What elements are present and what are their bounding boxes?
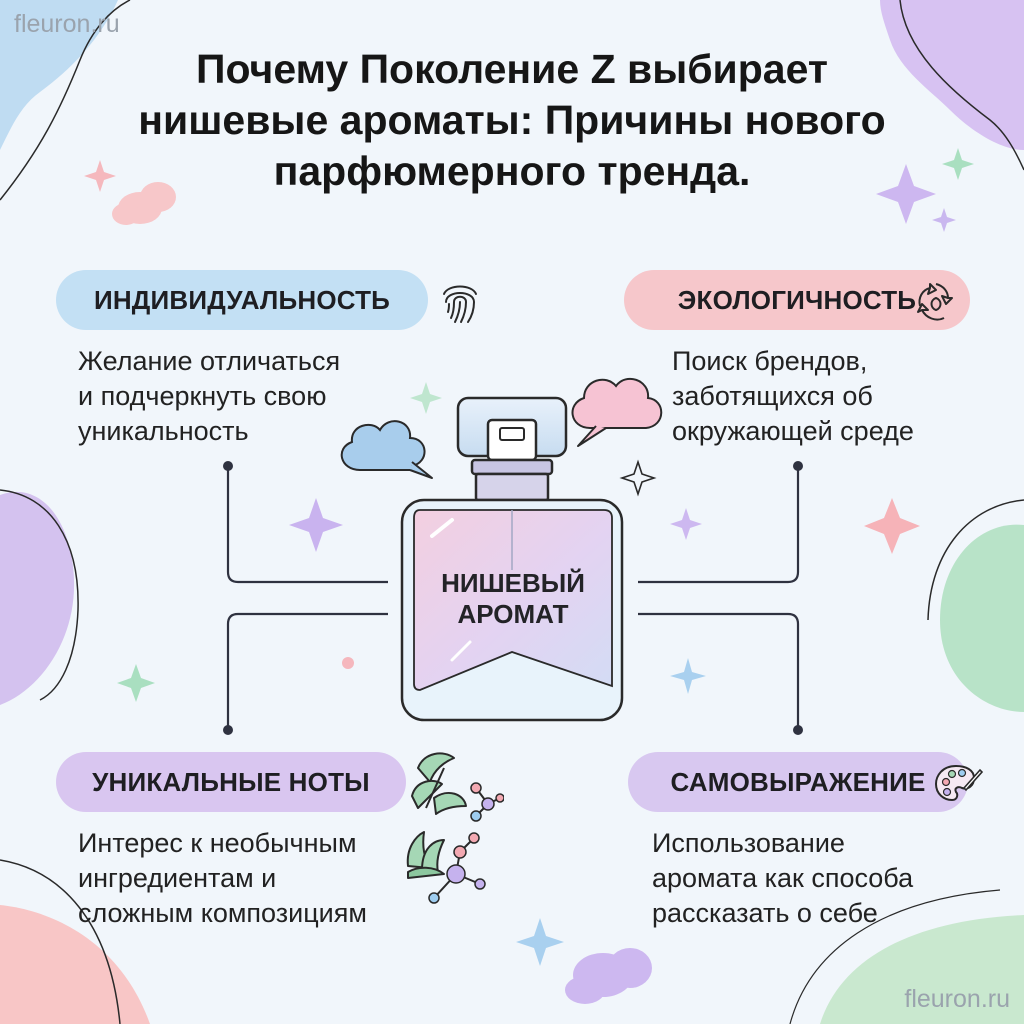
desc-line: уникальность xyxy=(78,416,249,446)
blob-bottom-right-outline xyxy=(789,889,1001,1024)
center-label-line-1: НИШЕВЫЙ xyxy=(441,568,585,598)
brand-watermark-bottom[interactable]: fleuron.ru xyxy=(904,985,1010,1013)
blob-top-left-outline xyxy=(0,0,131,201)
cloud-bottom-purple xyxy=(565,948,652,1004)
blob-top-right-outline xyxy=(899,0,1024,171)
reason-desc-individuality: Желание отличаться и подчеркнуть свою ун… xyxy=(78,344,398,449)
desc-line: ингредиентам и xyxy=(78,863,277,893)
desc-line: заботящихся об xyxy=(672,381,873,411)
blob-top-left xyxy=(0,0,118,150)
desc-line: рассказать о себе xyxy=(652,898,878,928)
blob-top-right xyxy=(880,0,1024,150)
blob-left-middle-outline xyxy=(0,489,79,701)
blob-bottom-left xyxy=(0,905,150,1024)
reason-desc-self-expression: Использование аромата как способа расска… xyxy=(652,826,982,931)
desc-line: окружающей среде xyxy=(672,416,914,446)
desc-line: Поиск брендов, xyxy=(672,346,868,376)
brand-watermark-top[interactable]: fleuron.ru xyxy=(14,10,120,38)
title-line-2: нишевые ароматы: Причины нового xyxy=(138,97,886,143)
reason-label-unique-notes: УНИКАЛЬНЫЕ НОТЫ xyxy=(92,767,370,797)
title-line-1: Почему Поколение Z выбирает xyxy=(196,46,828,92)
reason-desc-unique-notes: Интерес к необычным ингредиентам и сложн… xyxy=(78,826,418,931)
page-title: Почему Поколение Z выбирает нишевые аром… xyxy=(60,44,964,197)
fingerprint-icon xyxy=(443,285,477,323)
reason-desc-eco: Поиск брендов, заботящихся об окружающей… xyxy=(672,344,972,449)
title-line-3: парфюмерного тренда. xyxy=(273,148,751,194)
herb-molecule-icon xyxy=(406,752,504,904)
blob-bottom-left-outline xyxy=(0,859,121,1024)
blob-bottom-right xyxy=(820,915,1024,1024)
reason-pill-individuality: ИНДИВИДУАЛЬНОСТЬ xyxy=(56,270,428,330)
blob-right-middle xyxy=(940,524,1024,712)
reason-pill-eco: ЭКОЛОГИЧНОСТЬ xyxy=(624,270,970,330)
center-label: НИШЕВЫЙ АРОМАТ xyxy=(410,568,616,630)
desc-line: и подчеркнуть свою xyxy=(78,381,327,411)
blob-left-middle xyxy=(0,491,75,705)
reason-label-eco: ЭКОЛОГИЧНОСТЬ xyxy=(677,285,917,315)
desc-line: сложным композициям xyxy=(78,898,367,928)
center-label-line-2: АРОМАТ xyxy=(457,599,569,629)
reason-label-individuality: ИНДИВИДУАЛЬНОСТЬ xyxy=(93,285,391,315)
desc-line: аромата как способа xyxy=(652,863,914,893)
reason-label-self-expression: САМОВЫРАЖЕНИЕ xyxy=(670,767,926,797)
palette-icon xyxy=(934,764,984,802)
desc-line: Желание отличаться xyxy=(78,346,341,376)
desc-line: Интерес к необычным xyxy=(78,828,357,858)
reason-pill-unique-notes: УНИКАЛЬНЫЕ НОТЫ xyxy=(56,752,406,812)
recycle-leaves-icon xyxy=(917,283,953,321)
reason-pill-self-expression: САМОВЫРАЖЕНИЕ xyxy=(628,752,968,812)
blob-right-middle-outline xyxy=(927,499,1024,621)
cloud-left-pink xyxy=(112,182,176,225)
desc-line: Использование xyxy=(652,828,845,858)
